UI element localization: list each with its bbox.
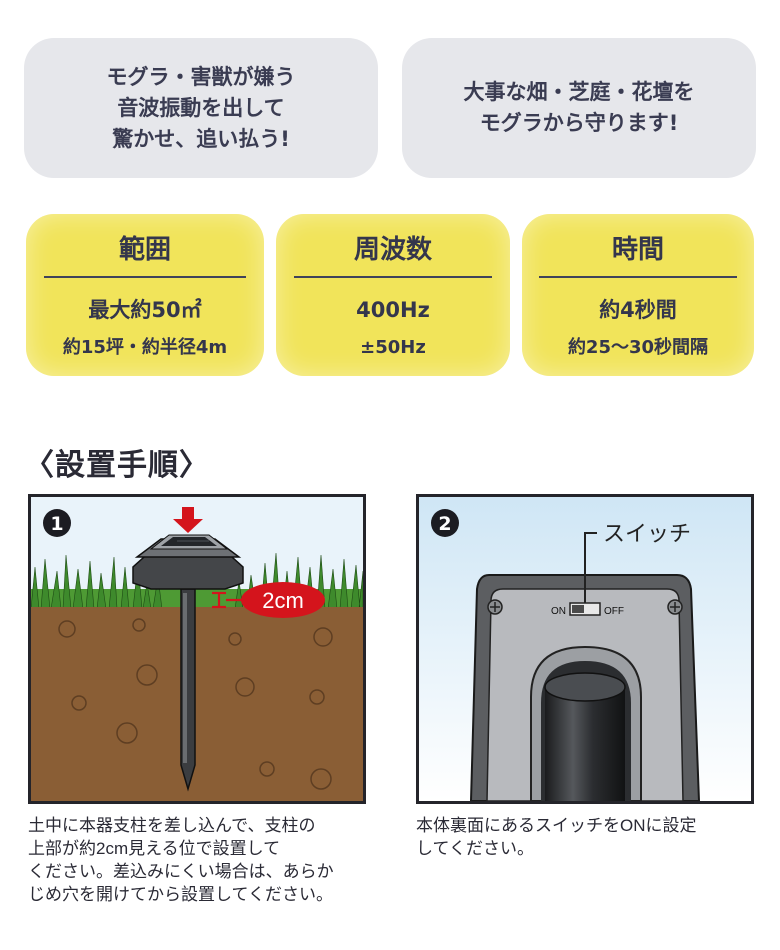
step-2-caption: 本体裏面にあるスイッチをONに設定 してください。 xyxy=(416,816,697,858)
spec-sub-value: ±50Hz xyxy=(360,337,426,358)
spec-title: 周波数 xyxy=(353,235,432,265)
step-number-badge xyxy=(431,509,459,537)
depth-callout-label: 2cm xyxy=(262,588,304,613)
spec-card-time: 時間 約4秒間 約25〜30秒間隔 xyxy=(522,214,754,376)
step-1-illustration: 2cm 1 xyxy=(28,494,366,804)
callout-bubble xyxy=(241,582,325,618)
step-number: 1 xyxy=(50,513,63,535)
switch-on-label: ON xyxy=(551,606,566,617)
switch-off-label: OFF xyxy=(604,606,624,617)
spec-card-frequency: 周波数 400Hz ±50Hz xyxy=(276,214,510,376)
spec-sub-value: 約15坪・約半径4m xyxy=(62,337,228,358)
screw-icon xyxy=(487,599,503,615)
switch-knob xyxy=(572,605,584,613)
step-2-illustration: ON OFF スイッチ 2 xyxy=(416,494,754,804)
down-arrow-icon xyxy=(173,507,203,533)
repeller-head xyxy=(132,534,244,590)
spec-card-range: 範囲 最大約50㎡ 約15坪・約半径4m xyxy=(26,214,264,376)
feature-bubble-repel: モグラ・害獣が嫌う 音波振動を出して 驚かせ、追い払う! xyxy=(24,38,378,178)
stake-pole xyxy=(545,687,625,801)
step-1-caption: 土中に本器支柱を差し込んで、支柱の 上部が約2cm見える位で設置して ください。… xyxy=(28,816,334,904)
switch-leader-line xyxy=(584,532,597,603)
spec-sub-value: 約25〜30秒間隔 xyxy=(567,337,709,358)
spec-title: 時間 xyxy=(611,235,664,265)
feature-bubble-protect: 大事な畑・芝庭・花壇を モグラから守ります! xyxy=(402,38,756,178)
spec-divider xyxy=(539,276,737,278)
spec-main-value: 400Hz xyxy=(356,298,430,322)
section-heading: 〈設置手順〉 xyxy=(24,448,210,483)
spec-title: 範囲 xyxy=(118,235,171,265)
soil-pebbles xyxy=(58,618,333,790)
repeller-stake xyxy=(180,588,196,792)
spec-main-value: 最大約50㎡ xyxy=(88,298,202,322)
step-number: 2 xyxy=(438,513,451,535)
spec-main-value: 約4秒間 xyxy=(599,298,677,322)
screw-icon xyxy=(667,599,683,615)
step-number-badge xyxy=(43,509,71,537)
spec-divider xyxy=(43,276,247,278)
spec-divider xyxy=(293,276,493,278)
switch-callout-label: スイッチ xyxy=(603,522,691,547)
